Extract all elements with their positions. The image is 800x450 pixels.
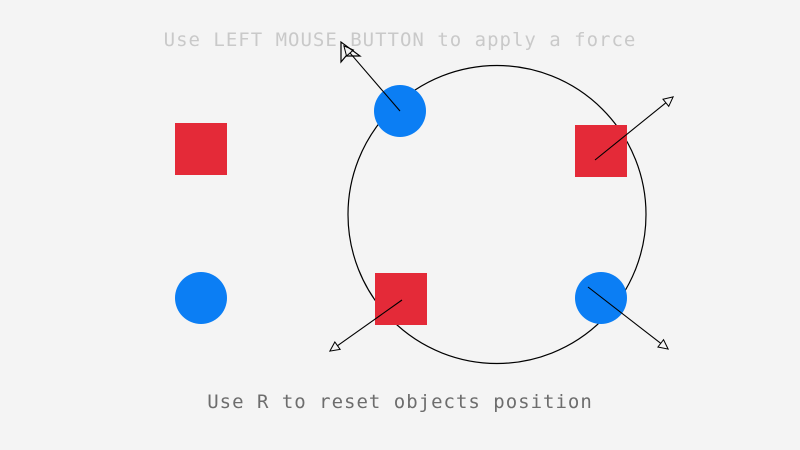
- mouse-cursor-icon: [340, 40, 362, 64]
- force-arrow-square-right: [594, 103, 666, 161]
- circle-bottom-right-ring[interactable]: [575, 272, 627, 324]
- square-bottom-ring[interactable]: [375, 273, 427, 325]
- hint-bottom-text: Use R to reset objects position: [207, 391, 593, 413]
- square-right-ring[interactable]: [575, 125, 627, 177]
- force-arrow-circle-top: [350, 53, 401, 112]
- circle-bottom-left[interactable]: [175, 272, 227, 324]
- constraint-circle: [347, 64, 647, 365]
- hint-top-text: Use LEFT MOUSE BUTTON to apply a force: [163, 29, 637, 51]
- square-top-left[interactable]: [175, 123, 227, 175]
- force-arrow-square-bottom: [337, 299, 403, 346]
- force-arrow-circle-bottom-right: [587, 286, 661, 343]
